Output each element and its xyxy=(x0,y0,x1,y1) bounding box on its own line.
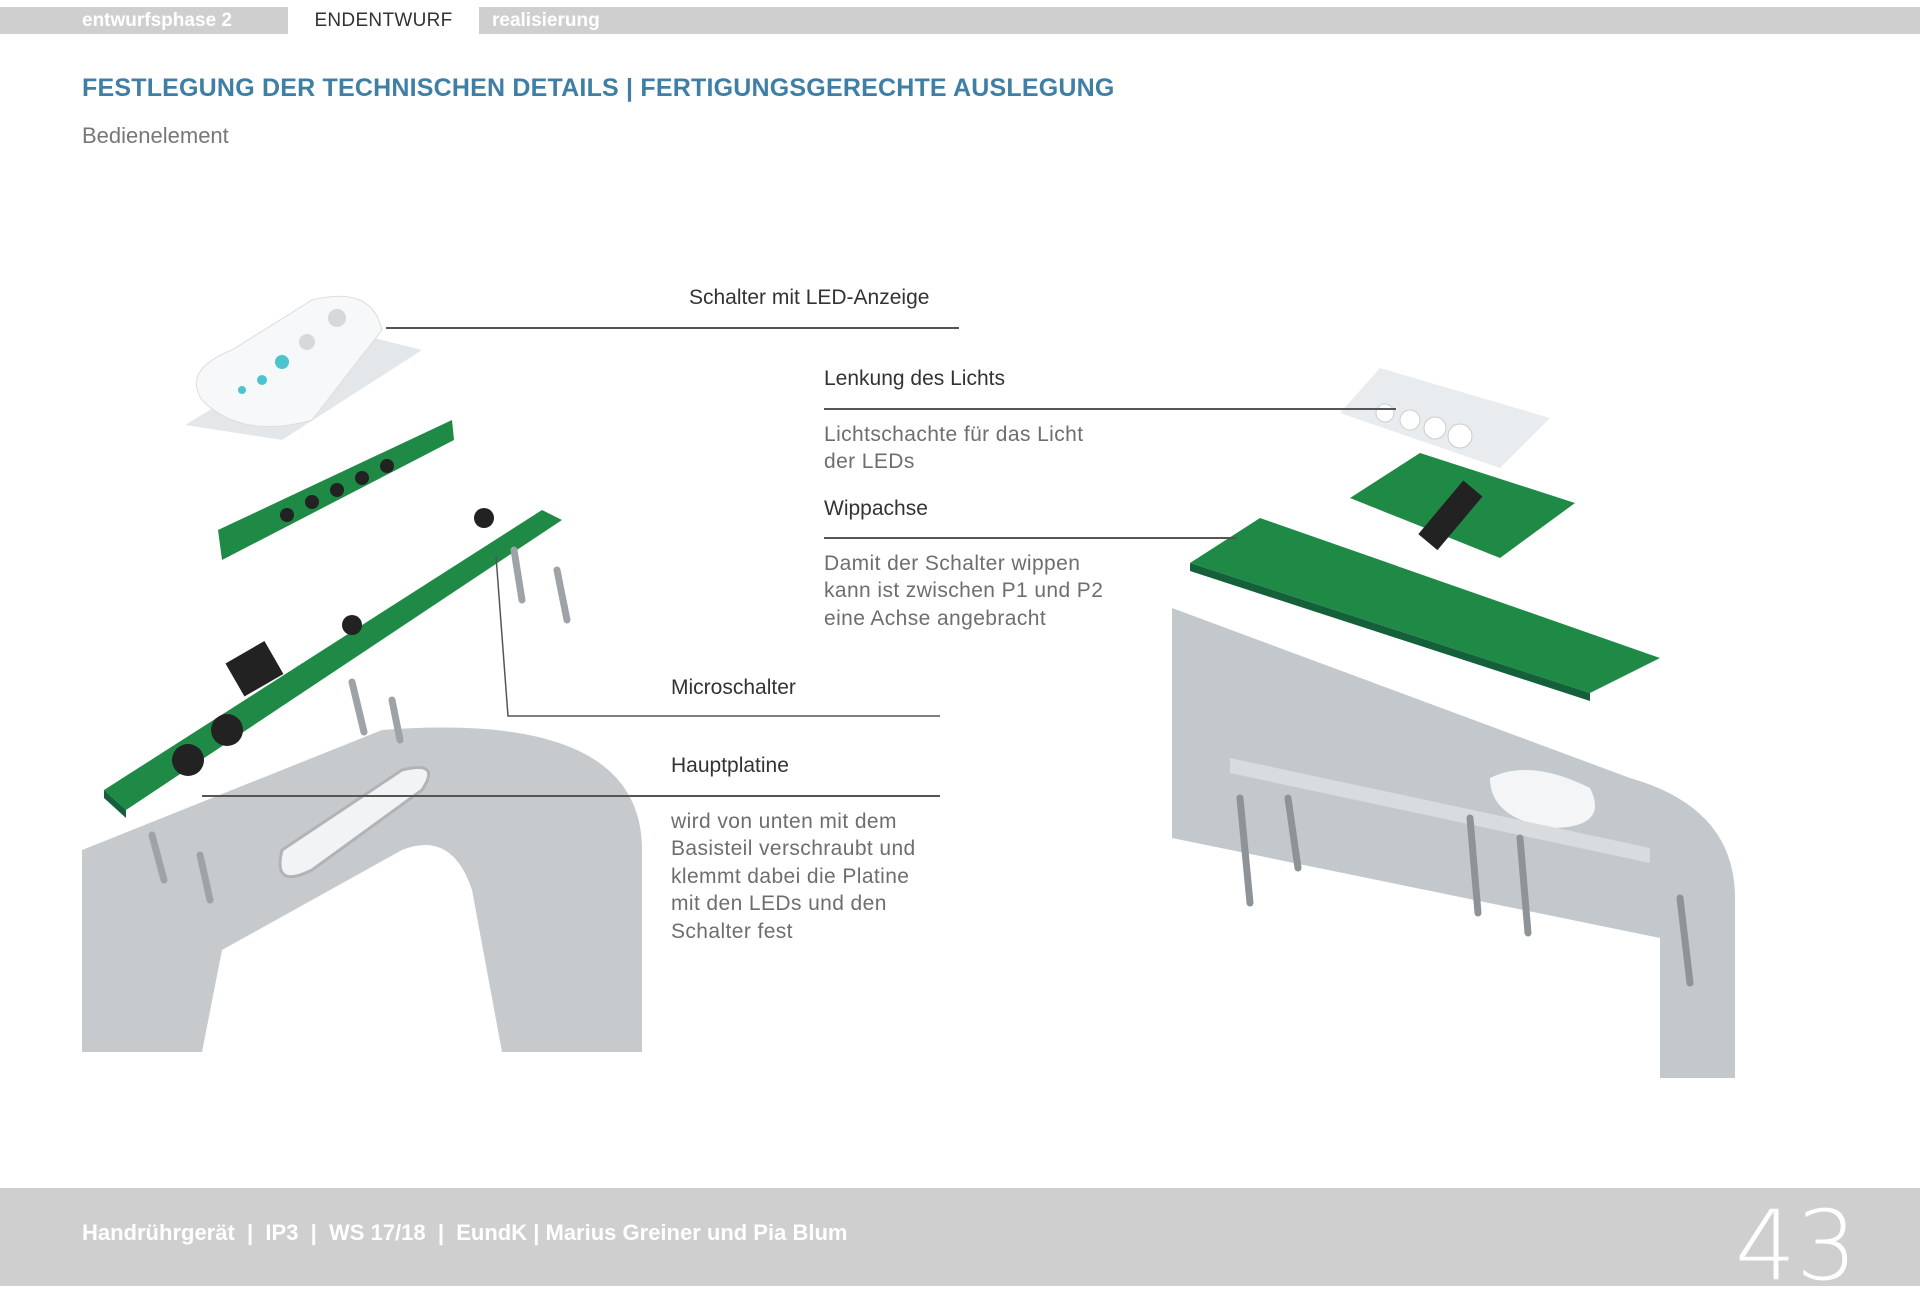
page-title: FESTLEGUNG DER TECHNISCHEN DETAILS | FER… xyxy=(82,74,1115,102)
leader-line-schalter xyxy=(386,327,959,329)
desc-hauptplatine: wird von unten mit dem Basisteil verschr… xyxy=(671,808,916,945)
label-hauptplatine: Hauptplatine xyxy=(671,754,789,777)
desc-line: Damit der Schalter wippen xyxy=(824,552,1081,575)
desc-line: Basisteil verschraubt und xyxy=(671,837,916,861)
main-pcb xyxy=(104,508,562,818)
base-housing xyxy=(82,727,642,1052)
exploded-view-left-image xyxy=(82,295,642,1052)
leader-line-wippachse xyxy=(824,537,1237,539)
leader-line-lenkung xyxy=(824,408,1396,410)
desc-line: klemmt dabei die Platine xyxy=(671,864,910,888)
exploded-view-right-image xyxy=(1172,368,1735,1078)
desc-line: kann ist zwischen P1 und P2 xyxy=(824,579,1104,603)
leader-line-microschalter xyxy=(495,555,940,717)
desc-line: mit den LEDs und den xyxy=(671,892,887,916)
tab-realisierung[interactable]: realisierung xyxy=(492,10,600,31)
label-schalter-mit-led-anzeige: Schalter mit LED-Anzeige xyxy=(689,286,930,309)
screws xyxy=(1236,794,1694,987)
base-housing-underside xyxy=(1172,608,1735,1078)
page-subtitle: Bedienelement xyxy=(82,123,229,148)
screws xyxy=(148,546,571,904)
footer-bar xyxy=(0,1188,1920,1286)
desc-line: Schalter fest xyxy=(671,919,793,943)
main-pcb xyxy=(1190,518,1660,701)
desc-line: wird von unten mit dem xyxy=(671,810,897,833)
desc-line: Lichtschachte für das Licht xyxy=(824,423,1084,446)
leader-line-hauptplatine xyxy=(202,795,940,797)
label-wippachse: Wippachse xyxy=(824,497,928,520)
label-microschalter: Microschalter xyxy=(671,676,796,699)
label-lenkung-des-lichts: Lenkung des Lichts xyxy=(824,367,1005,390)
desc-line: der LEDs xyxy=(824,450,915,474)
upper-pcb xyxy=(218,420,454,560)
desc-line: eine Achse angebracht xyxy=(824,606,1047,630)
page-number: 43 xyxy=(1735,1190,1858,1302)
desc-wippachse: Damit der Schalter wippen kann ist zwisc… xyxy=(824,550,1103,632)
tab-endentwurf[interactable]: ENDENTWURF xyxy=(288,7,479,34)
switch-cap xyxy=(185,295,422,440)
footer-credits: Handrührgerät | IP3 | WS 17/18 | EundK |… xyxy=(82,1220,848,1245)
tab-entwurfsphase-2[interactable]: entwurfsphase 2 xyxy=(0,7,288,34)
light-guide xyxy=(1340,368,1550,468)
light-guide-pcb xyxy=(1350,453,1575,558)
desc-lenkung: Lichtschachte für das Licht der LEDs xyxy=(824,421,1083,476)
